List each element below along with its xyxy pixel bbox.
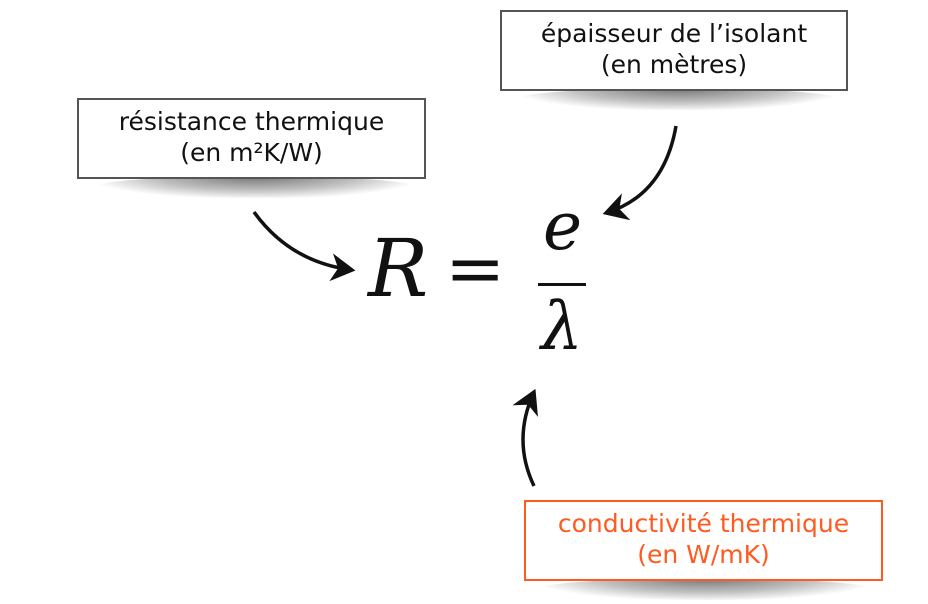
arrow-to-r [252, 210, 356, 282]
arrow-to-lambda [512, 388, 538, 487]
conductivity-label: conductivité thermique [557, 509, 850, 538]
box-shadow [540, 578, 870, 600]
fraction-bar [538, 283, 586, 286]
formula-equals: = [445, 226, 506, 310]
box-shadow [95, 176, 415, 198]
thickness-label: épaisseur de l’isolant [540, 19, 808, 48]
resistance-label-box: résistance thermique (en m²K/W) [77, 98, 426, 179]
resistance-unit: (en m²K/W) [180, 138, 323, 167]
arrow-to-e [602, 125, 678, 221]
thickness-unit: (en mètres) [600, 50, 748, 79]
conductivity-unit: (en W/mK) [637, 540, 770, 569]
formula-lhs: R [368, 222, 429, 315]
conductivity-label-box: conductivité thermique (en W/mK) [524, 500, 883, 581]
resistance-label: résistance thermique [118, 107, 385, 136]
box-shadow [518, 88, 838, 110]
formula-denominator: λ [541, 288, 583, 365]
thickness-label-box: épaisseur de l’isolant (en mètres) [500, 10, 848, 91]
formula-numerator: e [543, 188, 583, 265]
